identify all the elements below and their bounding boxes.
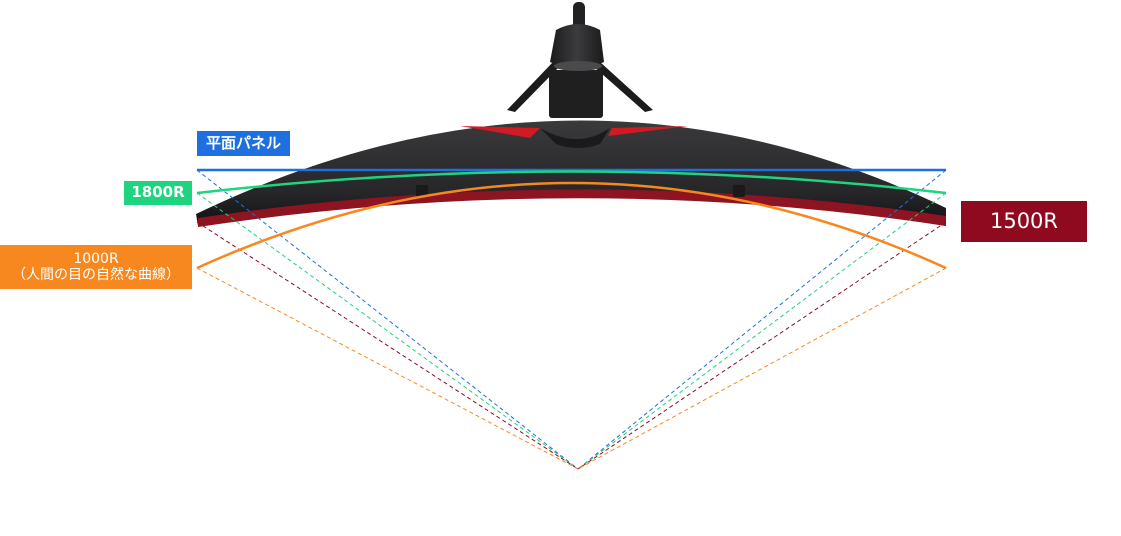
curve-1000r-label: 1000R （人間の目の自然な曲線）: [0, 245, 192, 289]
curve-1500r-label: 1500R: [961, 201, 1087, 242]
monitor-body: [196, 120, 946, 227]
monitor-red-edge: [198, 189, 946, 227]
curve-1000r-title: 1000R: [73, 250, 119, 267]
accent-stripe-left: [460, 126, 540, 138]
flat-sightline-right: [577, 169, 947, 470]
curvature-lines: [196, 168, 947, 270]
r1000-curve: [196, 181, 947, 270]
curve-1000r-subtitle: （人間の目の自然な曲線）: [12, 267, 180, 283]
r1500-sightline-right: [577, 221, 947, 470]
flat-sightline-left: [196, 169, 579, 470]
flat-panel-label: 平面パネル: [197, 131, 290, 156]
sight-lines: [196, 169, 947, 470]
r1000-sightline-right: [577, 267, 947, 470]
r1000-sightline-left: [196, 267, 579, 470]
r1800-sightline-right: [577, 192, 947, 470]
r1800-sightline-left: [196, 192, 579, 470]
r1800-curve: [196, 170, 947, 195]
curve-1800r-label: 1800R: [124, 181, 192, 205]
monitor-stand: [507, 2, 653, 118]
r1500-sightline-left: [196, 221, 579, 470]
accent-stripe-right: [608, 126, 688, 136]
